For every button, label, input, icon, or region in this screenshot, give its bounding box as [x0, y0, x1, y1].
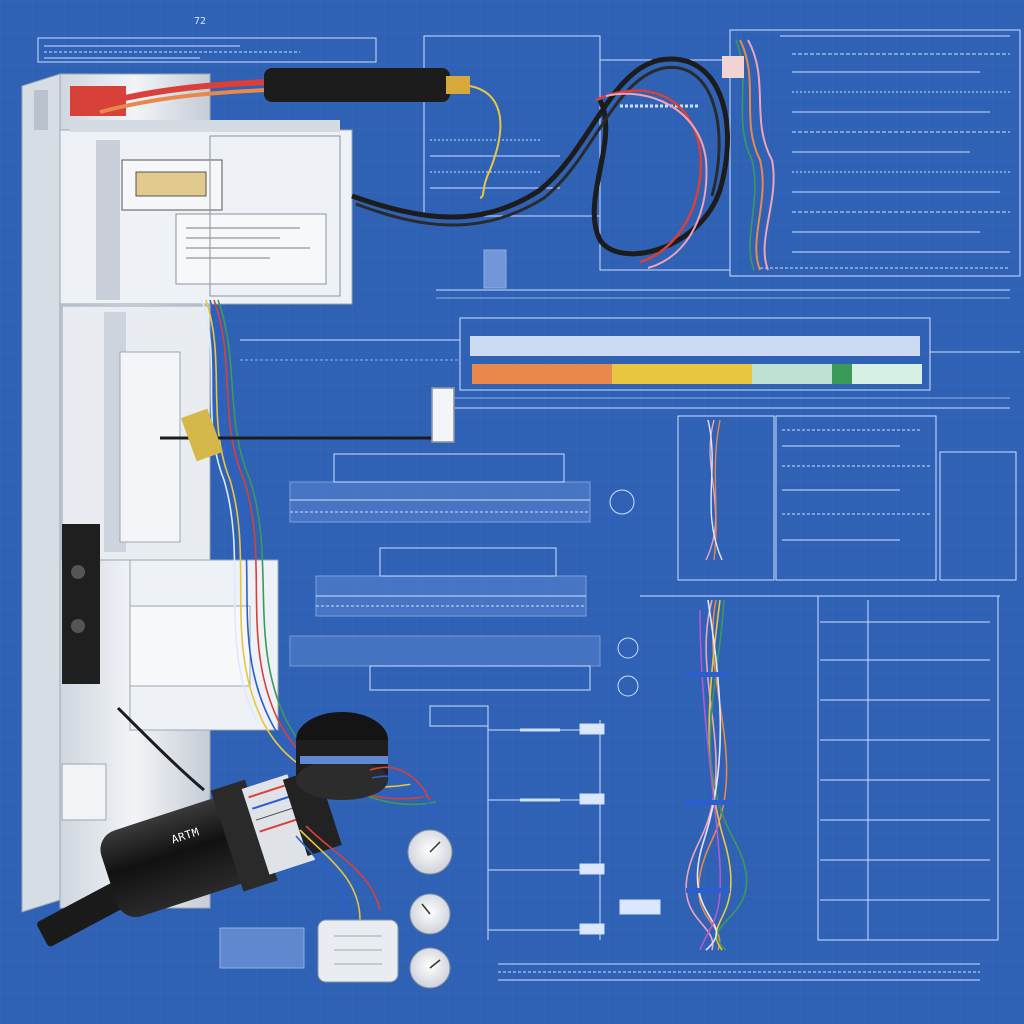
horizontal-bus-diagram: [240, 289, 1020, 409]
middle-connector-rail-diagram: [289, 453, 639, 697]
bottom-center-schematic-tree: [219, 705, 980, 981]
electrical-panel: [21, 73, 353, 913]
corner-label: 72: [194, 16, 206, 27]
vertical-wire-bundle: [684, 599, 748, 951]
top-left-note-block: [37, 37, 377, 63]
gauge-cluster: [317, 829, 453, 989]
right-harness-schematic: [640, 415, 1017, 941]
right-small-harness: [705, 419, 723, 561]
top-cable-assembly: [99, 68, 502, 199]
cylindrical-connector: ARTM: [37, 712, 435, 947]
black-cable-loop: [351, 39, 775, 271]
junction-box: [317, 919, 399, 983]
